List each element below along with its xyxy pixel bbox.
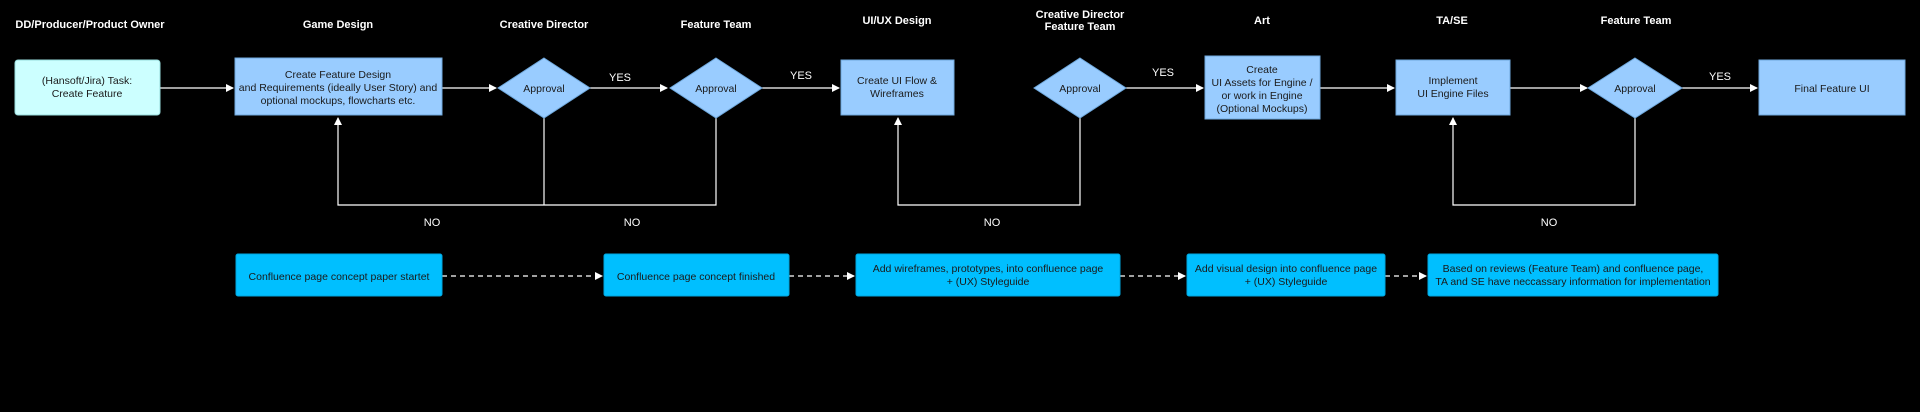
node-label-line: UI Assets for Engine / bbox=[1212, 77, 1313, 89]
confluence-label-line: TA and SE have neccassary information fo… bbox=[1435, 276, 1710, 288]
edge-no-loop-uiflow bbox=[894, 117, 1081, 206]
label-no-2: NO bbox=[624, 217, 641, 229]
label-no-3: NO bbox=[984, 217, 1001, 229]
node-label-line: (Optional Mockups) bbox=[1216, 103, 1307, 115]
node-implement-ui-engine-files: Implement UI Engine Files bbox=[1395, 59, 1511, 116]
node-create-ui-flow: Create UI Flow & Wireframes bbox=[840, 59, 955, 116]
node-label-line: Create bbox=[1246, 64, 1278, 76]
node-label-line: optional mockups, flowcharts etc. bbox=[261, 95, 416, 107]
lane-header-ta-se: TA/SE bbox=[1436, 15, 1468, 27]
node-label-line: Create Feature bbox=[52, 88, 123, 100]
node-approval-feature-team-2: Approval bbox=[1587, 57, 1683, 119]
confluence-add-wireframes: Add wireframes, prototypes, into conflue… bbox=[855, 253, 1121, 297]
node-label: Approval bbox=[523, 83, 564, 95]
node-label: Approval bbox=[695, 83, 736, 95]
node-approval-creative-director: Approval bbox=[497, 57, 591, 119]
node-create-ui-assets: Create UI Assets for Engine / or work in… bbox=[1204, 55, 1321, 120]
confluence-label-line: + (UX) Styleguide bbox=[1245, 276, 1328, 288]
node-label-line: Create UI Flow & bbox=[857, 75, 937, 87]
confluence-label-line: Add visual design into confluence page bbox=[1195, 263, 1377, 275]
lane-header-art: Art bbox=[1254, 15, 1270, 27]
confluence-reviews-implementation: Based on reviews (Feature Team) and conf… bbox=[1427, 253, 1719, 297]
confluence-label: Confluence page concept finished bbox=[617, 271, 775, 283]
label-yes-4: YES bbox=[1709, 71, 1731, 83]
label-yes-1: YES bbox=[609, 72, 631, 84]
label-no-4: NO bbox=[1541, 217, 1558, 229]
lane-header-producer: DD/Producer/Product Owner bbox=[15, 19, 165, 31]
confluence-concept-finished: Confluence page concept finished bbox=[603, 253, 790, 297]
node-label-line: UI Engine Files bbox=[1417, 88, 1488, 100]
confluence-label: Confluence page concept paper startet bbox=[249, 271, 430, 283]
lane-header-creative-director: Creative Director bbox=[500, 19, 589, 31]
node-label-line: or work in Engine bbox=[1221, 90, 1302, 102]
confluence-label-line: + (UX) Styleguide bbox=[947, 276, 1030, 288]
confluence-label-line: Based on reviews (Feature Team) and conf… bbox=[1443, 263, 1704, 275]
label-yes-3: YES bbox=[1152, 67, 1174, 79]
confluence-add-visual-design: Add visual design into confluence page +… bbox=[1186, 253, 1386, 297]
lane-header-ui-ux-design: UI/UX Design bbox=[862, 15, 931, 27]
node-label: Approval bbox=[1614, 83, 1655, 95]
node-label: Final Feature UI bbox=[1794, 83, 1869, 95]
node-label-line: (Hansoft/Jira) Task: bbox=[42, 75, 132, 87]
confluence-concept-started: Confluence page concept paper startet bbox=[235, 253, 443, 297]
edge-no-loop-design bbox=[334, 117, 717, 206]
node-label-line: Implement bbox=[1428, 75, 1477, 87]
edge-no-loop-implement bbox=[1449, 117, 1636, 206]
node-approval-creative-director-2: Approval bbox=[1033, 57, 1127, 119]
lane-header-feature-team-2: Feature Team bbox=[1045, 21, 1116, 33]
confluence-label-line: Add wireframes, prototypes, into conflue… bbox=[873, 263, 1104, 275]
lane-header-feature-team-3: Feature Team bbox=[1601, 15, 1672, 27]
node-label-line: Wireframes bbox=[870, 88, 924, 100]
label-no-1: NO bbox=[424, 217, 441, 229]
lane-header-creative-director-2: Creative Director bbox=[1036, 9, 1125, 21]
node-label-line: and Requirements (ideally User Story) an… bbox=[239, 82, 438, 94]
node-label-line: Create Feature Design bbox=[285, 69, 391, 81]
lane-header-feature-team: Feature Team bbox=[681, 19, 752, 31]
node-approval-feature-team: Approval bbox=[669, 57, 763, 119]
node-create-feature-design: Create Feature Design and Requirements (… bbox=[234, 57, 443, 116]
lane-header-game-design: Game Design bbox=[303, 19, 374, 31]
node-label: Approval bbox=[1059, 83, 1100, 95]
label-yes-2: YES bbox=[790, 70, 812, 82]
node-create-feature-task: (Hansoft/Jira) Task: Create Feature bbox=[14, 59, 161, 116]
node-final-feature-ui: Final Feature UI bbox=[1758, 59, 1906, 116]
